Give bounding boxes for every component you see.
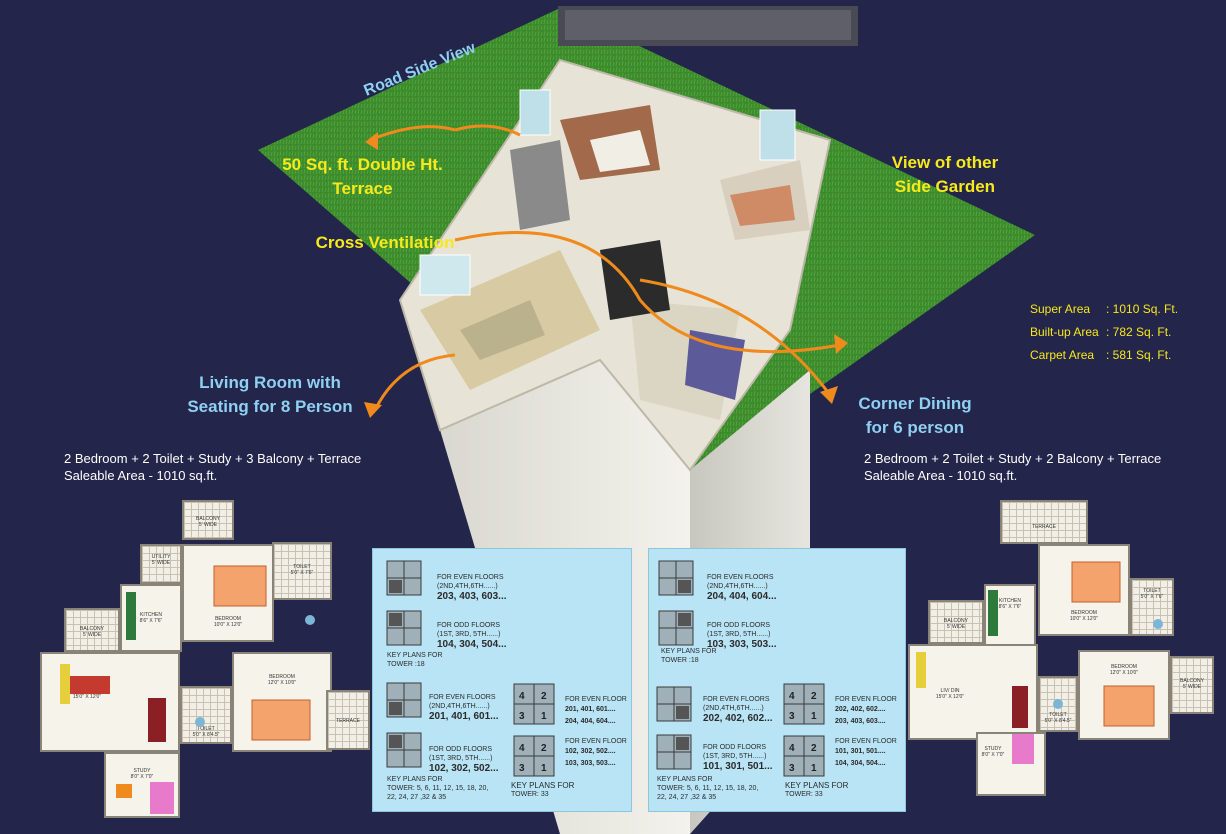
kp-right-b-even: FOR EVEN FLOORS(2ND,4TH,6TH......)202, 4… [703,696,773,724]
carpet-area-value: : 581 Sq. Ft. [1106,348,1172,362]
area-statistics: Super Area : 1010 Sq. Ft. Built-up Area : … [1030,298,1178,367]
svg-text:4: 4 [519,691,525,702]
svg-text:3: 3 [789,763,795,774]
tower-33-key-plan-icon: 4 2 3 1 [513,683,555,725]
svg-text:2: 2 [541,691,547,702]
kp-left-a-even: FOR EVEN FLOORS(2ND,4TH,6TH......)203, 4… [437,574,507,602]
tower-key-plan-icon [658,610,694,646]
dining-callout-line2: for 6 person [865,418,965,437]
left-unit-config: 2 Bedroom + 2 Toilet + Study + 3 Balcony… [64,451,362,466]
left-balcony-left: BALCONY 5' WIDE [64,608,120,652]
svg-text:1: 1 [811,763,817,774]
kp-left-b-odd: FOR ODD FLOORS(1ST, 3RD, 5TH......)102, … [429,746,499,774]
tower-key-plan-icon [386,560,422,596]
tower-33-key-plan-icon: 4 2 3 1 [513,735,555,777]
key-plans-right-panel: FOR EVEN FLOORS(2ND,4TH,6TH......)204, 4… [648,548,906,812]
carpet-area-label: Carpet Area [1030,348,1095,362]
kp-right-a-even: FOR EVEN FLOORS(2ND,4TH,6TH......)204, 4… [707,574,777,602]
tower-key-plan-icon [656,734,692,770]
left-unit-saleable: Saleable Area - 1010 sq.ft. [64,468,218,483]
tower-33-key-plan-icon: 4 2 3 1 [783,735,825,777]
super-area-label: Super Area [1030,302,1091,316]
tower-key-plan-icon [386,610,422,646]
svg-text:4: 4 [789,743,795,754]
left-unit-description: 2 Bedroom + 2 Toilet + Study + 3 Balcony… [64,450,361,484]
left-balcony-top: BALCONY 5' WIDE [182,500,234,540]
left-utility: UTILITY 5' WIDE [140,544,182,584]
right-unit-config: 2 Bedroom + 2 Toilet + Study + 2 Balcony… [864,451,1162,466]
svg-text:3: 3 [519,763,525,774]
kp-right-b-odd: FOR ODD FLOORS(1ST, 3RD, 5TH......)101, … [703,744,773,772]
svg-text:3: 3 [789,711,795,722]
svg-text:3: 3 [519,711,525,722]
left-floor-plan: BALCONY 5' WIDE UTILITY 5' WIDE TOILET 5… [40,500,370,818]
right-study: STUDY 8'0" X 7'0" [976,732,1046,796]
left-toilet2: TOILET 5'0" X 8'4.5" [180,686,232,744]
svg-text:2: 2 [541,743,547,754]
terrace-callout-line1: 50 Sq. ft. Double Ht. [282,155,443,174]
side-garden-callout-line2: Side Garden [894,177,996,196]
cross-ventilation-callout: Cross Ventilation [315,233,455,252]
tower-key-plan-icon [658,560,694,596]
svg-text:1: 1 [541,763,547,774]
svg-text:2: 2 [811,743,817,754]
terrace-callout-line2: Terrace [332,179,393,198]
living-room-callout-line1: Living Room with [199,373,341,392]
key-plans-left-panel: FOR EVEN FLOORS(2ND,4TH,6TH......)203, 4… [372,548,632,812]
right-balcony-right: BALCONY 5' WIDE [1170,656,1214,714]
svg-text:1: 1 [541,711,547,722]
kp-left-a-odd: FOR ODD FLOORS(1ST, 3RD, 5TH......)104, … [437,622,507,650]
tower-key-plan-icon [386,682,422,718]
tower-key-plan-icon [656,686,692,722]
left-floor-plan-furniture [60,565,315,814]
super-area-value: : 1010 Sq. Ft. [1106,302,1179,316]
left-toilet1: TOILET 5'0" X 7'6" [272,542,332,600]
right-floor-plan-furniture [916,561,1163,764]
living-room-callout-line2: Seating for 8 Person [187,397,353,416]
right-floor-plan: TERRACE KITCHEN 8'6" X 7'6" BEDROOM 10'0… [908,500,1214,796]
right-unit-description: 2 Bedroom + 2 Toilet + Study + 2 Balcony… [864,450,1161,484]
svg-text:2: 2 [811,691,817,702]
side-garden-callout-line1: View of other [891,153,999,172]
right-terrace: TERRACE [1000,500,1088,544]
right-unit-saleable: Saleable Area - 1010 sq.ft. [864,468,1018,483]
builtup-area-label: Built-up Area [1030,325,1099,339]
dining-callout-line1: Corner Dining [858,394,972,413]
svg-text:4: 4 [789,691,795,702]
right-balcony-left: BALCONY 5' WIDE [928,600,984,644]
left-terrace: TERRACE [326,690,370,750]
tower-key-plan-icon [386,732,422,768]
kp-right-a-odd: FOR ODD FLOORS(1ST, 3RD, 5TH......)103, … [707,622,777,650]
svg-text:4: 4 [519,743,525,754]
svg-text:1: 1 [811,711,817,722]
kp-left-b-even: FOR EVEN FLOORS(2ND,4TH,6TH......)201, 4… [429,694,499,722]
builtup-area-value: : 782 Sq. Ft. [1106,325,1172,339]
right-toilet1: TOILET 5'0" X 7'6" [1130,578,1174,636]
tower-33-key-plan-icon: 4 2 3 1 [783,683,825,725]
